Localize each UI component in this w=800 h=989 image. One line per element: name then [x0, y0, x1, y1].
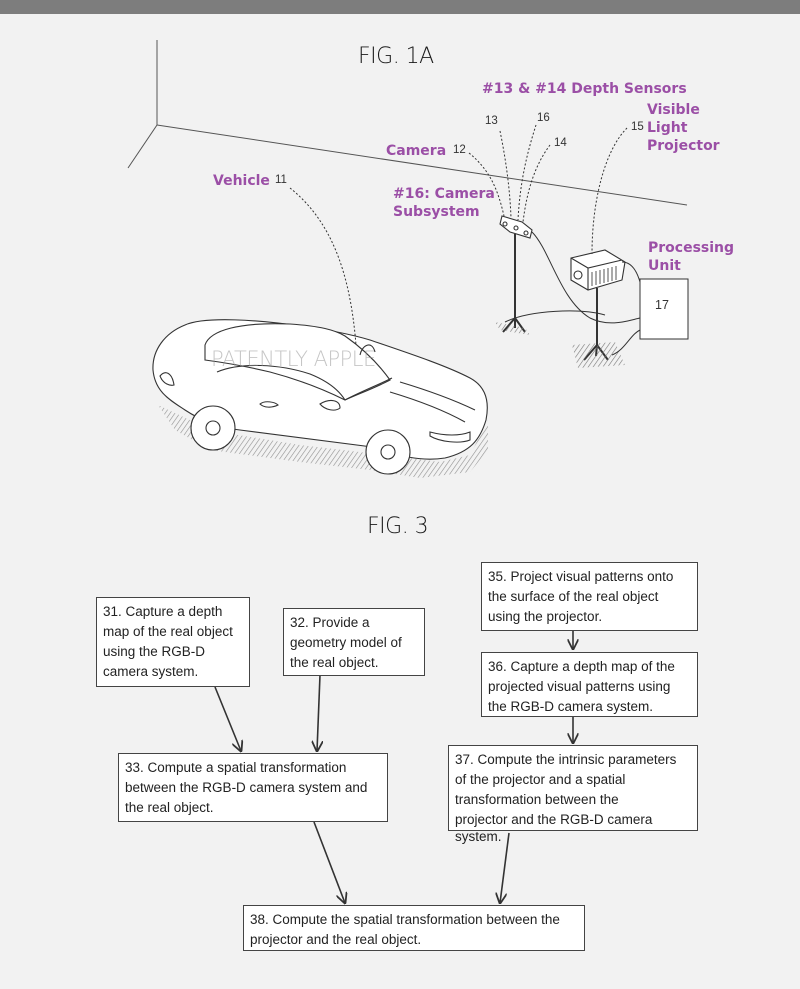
vehicle-label: Vehicle	[213, 173, 270, 189]
step-text-line: the real object.	[125, 800, 214, 815]
wall-floor-line	[156, 124, 688, 206]
leader-15	[591, 127, 628, 255]
ref-13: 13	[485, 115, 498, 127]
step-text-line: camera system.	[103, 664, 199, 679]
step-37-overflow-text: system.	[455, 829, 502, 844]
step-37-box: 37. Compute the intrinsic parameters of …	[448, 745, 698, 831]
ref-17: 17	[655, 298, 669, 312]
step-text-line: 33. Compute a spatial transformation	[125, 760, 347, 775]
step-text-line: of the projector and a spatial	[455, 772, 626, 787]
fig-1a-title: FIG. 1A	[358, 44, 434, 69]
leader-lines	[289, 124, 628, 346]
step-text-line: geometry model of	[290, 635, 402, 650]
step-text-line: projector and the real object.	[250, 932, 422, 947]
leader-13	[499, 130, 512, 219]
step-text-line: between the RGB-D camera system and	[125, 780, 368, 795]
arrow-31-to-33	[214, 686, 241, 751]
label-line: Unit	[648, 258, 681, 274]
step-text-line: using the RGB-D	[103, 644, 206, 659]
arrow-33-to-38	[313, 821, 345, 903]
step-text-line: 37. Compute the intrinsic parameters	[455, 752, 677, 767]
fig-3-title: FIG. 3	[367, 514, 429, 539]
label-line: #16: Camera	[393, 186, 495, 202]
label-line: Subsystem	[393, 204, 480, 220]
step-text-line: map of the real object	[103, 624, 233, 639]
processing-unit-box	[639, 278, 689, 340]
step-text-line: 31. Capture a depth	[103, 604, 223, 619]
step-35-box: 35. Project visual patterns onto the sur…	[481, 562, 698, 631]
floor-left-line	[127, 124, 158, 169]
step-38-box: 38. Compute the spatial transformation b…	[243, 905, 585, 951]
ref-16: 16	[537, 112, 550, 124]
watermark: PATENTLY APPLE	[211, 347, 376, 371]
arrow-37-to-38	[500, 832, 510, 903]
step-text-line: the surface of the real object	[488, 589, 659, 604]
ref-15: 15	[631, 121, 644, 133]
leader-14	[522, 144, 551, 223]
step-text-line: the RGB-D camera system.	[488, 699, 654, 714]
ref-14: 14	[554, 137, 567, 149]
step-31-box: 31. Capture a depth map of the real obje…	[96, 597, 250, 687]
depth-sensors-label: #13 & #14 Depth Sensors	[482, 81, 687, 97]
arrow-32-to-33	[317, 674, 320, 751]
step-text-line: 36. Capture a depth map of the	[488, 659, 675, 674]
step-36-box: 36. Capture a depth map of the projected…	[481, 652, 698, 717]
processing-unit-label: Processing Unit	[648, 239, 734, 275]
label-line: Visible	[647, 102, 700, 118]
step-text-line: the real object.	[290, 655, 379, 670]
step-text-line: transformation between the	[455, 792, 619, 807]
step-text-line: 38. Compute the spatial transformation b…	[250, 912, 560, 927]
leader-16	[517, 124, 537, 221]
projector-drawing	[570, 249, 626, 368]
label-line: Light	[647, 120, 688, 136]
label-line: Projector	[647, 138, 720, 154]
step-text-line: projected visual patterns using	[488, 679, 671, 694]
step-text-line: 35. Project visual patterns onto	[488, 569, 674, 584]
step-32-box: 32. Provide a geometry model of the real…	[283, 608, 425, 676]
camera-label: Camera	[386, 143, 447, 159]
camera-subsystem-drawing	[495, 215, 533, 335]
top-bar	[0, 0, 800, 14]
cables	[504, 231, 641, 356]
label-line: Processing	[648, 240, 735, 256]
step-text-line: projector and the RGB-D camera	[455, 812, 653, 827]
ref-11: 11	[275, 174, 287, 186]
step-33-box: 33. Compute a spatial transformation bet…	[118, 753, 388, 822]
leader-vehicle	[289, 187, 357, 346]
leader-camera	[468, 152, 505, 217]
visible-light-projector-label: Visible Light Projector	[647, 101, 720, 155]
camera-subsystem-label: #16: Camera Subsystem	[393, 185, 495, 221]
step-text-line: using the projector.	[488, 609, 603, 624]
room-corner-lines	[127, 40, 688, 206]
step-text-line: 32. Provide a	[290, 615, 370, 630]
ref-12: 12	[453, 144, 466, 156]
vehicle-drawing	[152, 319, 488, 475]
